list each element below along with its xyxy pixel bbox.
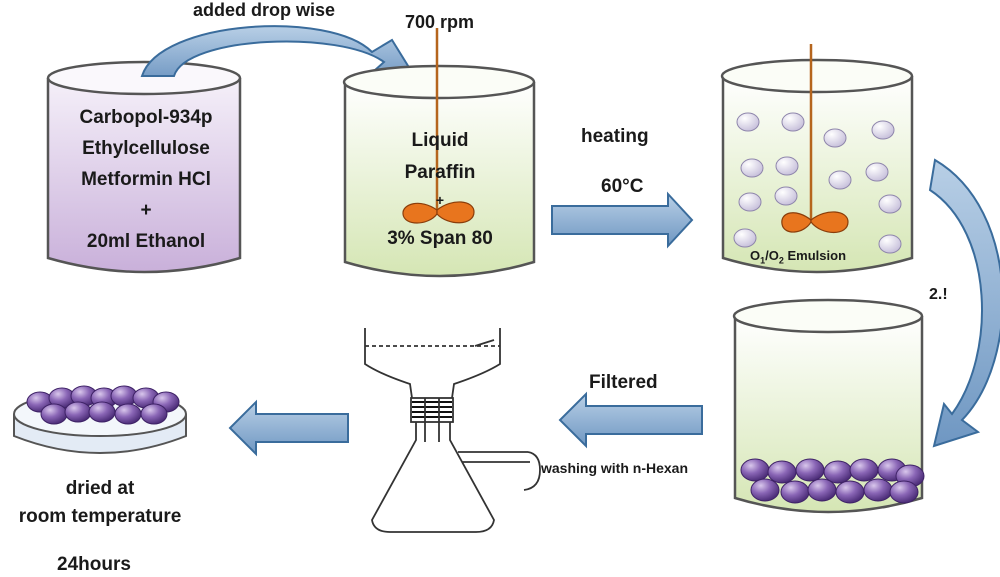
- impeller-blade-right: [436, 201, 475, 224]
- droplet: [740, 158, 764, 178]
- beaker-drug-solution: [46, 60, 242, 274]
- washing-label: washing with n-Hexan: [541, 460, 689, 476]
- curved-down-arrow: [928, 158, 1000, 448]
- emulsion-sub2: 2: [778, 255, 784, 266]
- flask-body: [371, 422, 495, 533]
- impeller-blade-right: [810, 211, 849, 234]
- droplet: [738, 192, 762, 212]
- bead: [863, 478, 893, 502]
- filtration-apparatus: [364, 328, 541, 533]
- stirrer-rod-2: [781, 44, 849, 234]
- bead: [767, 460, 797, 484]
- microsphere-beads: [740, 458, 925, 504]
- emulsion-label: O1/O2 Emulsion: [750, 248, 846, 266]
- bead: [114, 403, 142, 425]
- bead: [849, 458, 879, 482]
- bead: [88, 401, 116, 423]
- bead: [740, 458, 770, 482]
- side-arm: [458, 451, 530, 463]
- beaker-liquid-paraffin: [342, 64, 536, 278]
- heating-label: heating: [581, 126, 649, 147]
- emulsion-o2: /O: [765, 248, 779, 263]
- bead: [889, 480, 919, 504]
- droplet: [828, 170, 852, 190]
- droplet: [878, 234, 902, 254]
- bead: [40, 403, 68, 425]
- bead: [835, 480, 865, 504]
- drying-arrow: [228, 399, 349, 457]
- droplet: [733, 228, 757, 248]
- vacuum-hose: [523, 451, 541, 491]
- bead: [795, 458, 825, 482]
- span-80-label: 3% Span 80: [387, 228, 493, 249]
- droplet: [781, 112, 805, 132]
- curved-arrow-label: 2.!: [929, 286, 948, 303]
- dried-label: dried at: [65, 478, 135, 499]
- emulsion-o1: O: [750, 248, 761, 263]
- bead: [780, 480, 810, 504]
- droplet: [775, 156, 799, 176]
- ingredient-plus: +: [140, 200, 152, 221]
- bead: [750, 478, 780, 502]
- emulsion-droplets: [733, 112, 902, 254]
- droplet: [736, 112, 760, 132]
- duration-label: 24hours: [57, 554, 131, 575]
- paraffin-line2: Paraffin: [404, 162, 476, 183]
- stir-speed-label: 700 rpm: [405, 12, 475, 32]
- dried-microspheres: [26, 385, 180, 425]
- ingredient-metformin: Metformin HCl: [81, 169, 211, 190]
- impeller-blade-left: [402, 202, 438, 224]
- emulsion-sub1: 1: [760, 255, 766, 266]
- temperature-label: 60°C: [601, 176, 644, 197]
- heating-arrow: [551, 191, 694, 249]
- ingredient-carbopol: Carbopol-934p: [79, 107, 213, 128]
- droplet: [878, 194, 902, 214]
- funnel-right: [451, 328, 501, 399]
- ingredient-ethanol: 20ml Ethanol: [86, 231, 206, 252]
- funnel-left: [364, 328, 413, 399]
- added-drop-wise-label: added drop wise: [193, 0, 336, 20]
- filtered-label: Filtered: [589, 372, 658, 393]
- droplet: [871, 120, 895, 140]
- impeller-blade-left: [781, 212, 812, 233]
- step1-ingredients: Carbopol-934p Ethylcellulose Metformin H…: [48, 102, 244, 257]
- bead: [140, 403, 168, 425]
- droplet: [865, 162, 889, 182]
- beaker-emulsion: [720, 58, 914, 274]
- stirrer-rod-1: [402, 28, 475, 224]
- paraffin-plus: +: [435, 192, 445, 208]
- paraffin-line1: Liquid: [411, 130, 469, 151]
- ingredient-ethylcellulose: Ethylcellulose: [82, 138, 210, 159]
- room-temp-label: room temperature: [18, 506, 182, 527]
- droplet: [774, 186, 798, 206]
- bead: [64, 401, 92, 423]
- bead: [807, 478, 837, 502]
- emulsion-word: Emulsion: [783, 248, 847, 263]
- filtered-arrow: [558, 391, 703, 449]
- droplet: [823, 128, 847, 148]
